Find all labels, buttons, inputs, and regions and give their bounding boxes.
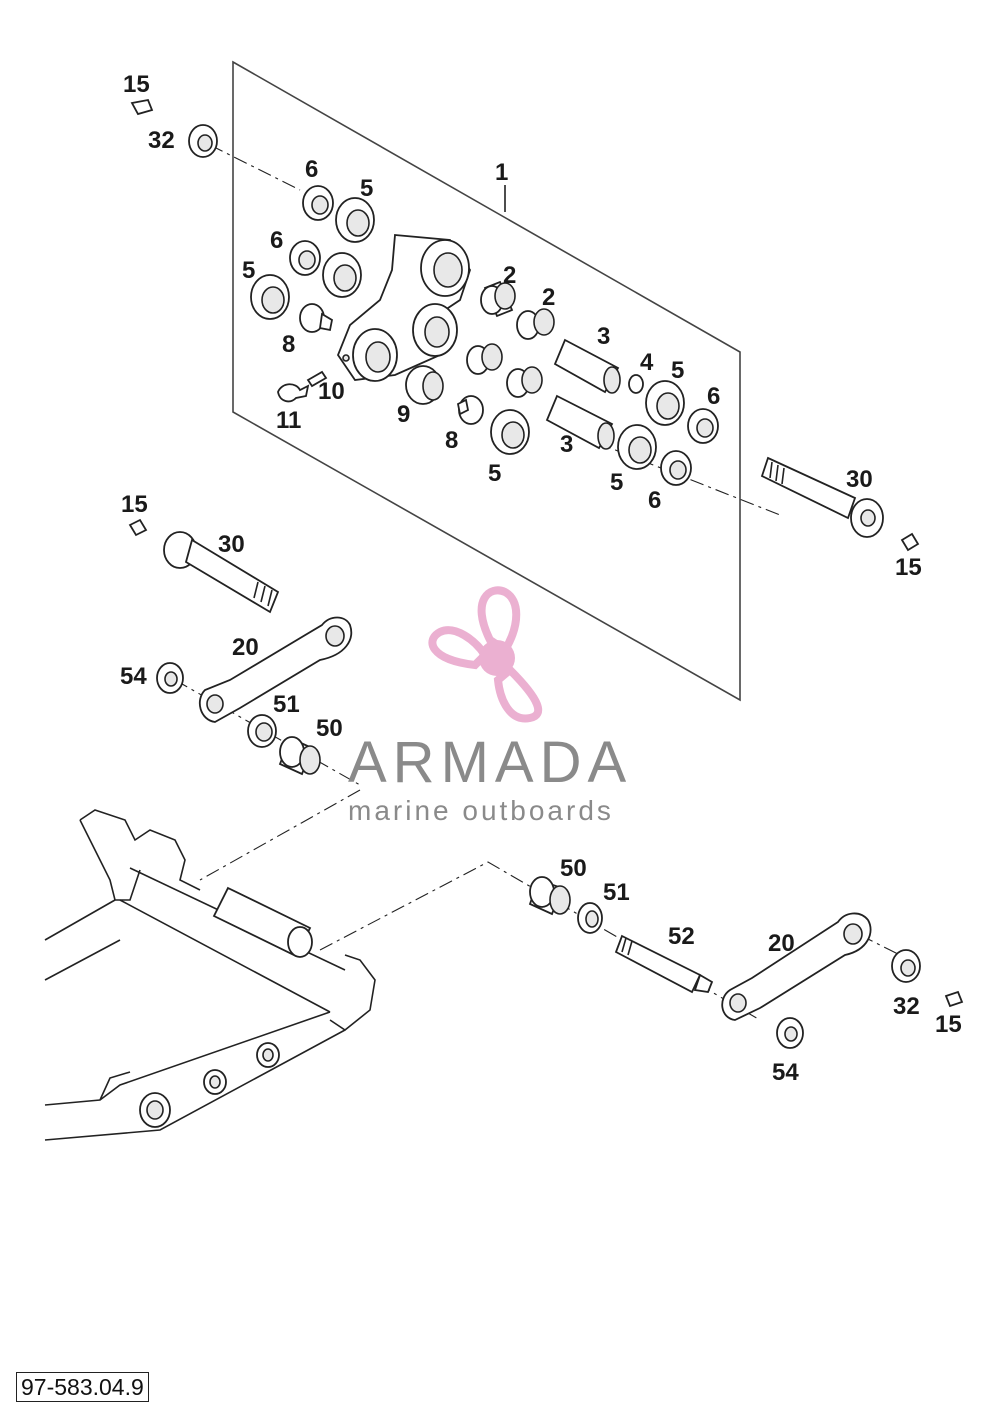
cap-15-top-left — [130, 98, 154, 116]
callout-label: 2 — [503, 262, 516, 289]
cap-15-bottom-right — [944, 990, 964, 1008]
callout-label: 10 — [318, 378, 345, 405]
grease-fitting-8 — [456, 395, 484, 425]
callout-label: 6 — [648, 487, 661, 514]
nut-54-left — [156, 662, 184, 694]
callout-label: 15 — [935, 1011, 962, 1038]
link-rod-20-left — [198, 616, 353, 723]
swingarm — [44, 809, 376, 1141]
callout-label: 2 — [542, 284, 555, 311]
axis-line — [199, 789, 361, 881]
callout-label: 54 — [120, 663, 147, 690]
propeller-logo-icon — [428, 586, 543, 723]
needle-bearing-lower — [466, 343, 503, 375]
callout-label: 8 — [445, 427, 458, 454]
callout-label: 8 — [282, 331, 295, 358]
callout-label: 50 — [560, 855, 587, 882]
bearing-ring-5 — [617, 424, 657, 470]
assembly-frame — [232, 60, 741, 702]
callout-label: 15 — [123, 71, 150, 98]
bush-50-left — [278, 736, 321, 776]
needle-bearing-2 — [480, 280, 516, 318]
callout-label: 4 — [640, 349, 654, 376]
callout-label: 30 — [218, 531, 245, 558]
grease-fitting-8 — [299, 303, 334, 333]
rocker-lever-body — [336, 234, 471, 382]
axis-line — [209, 144, 301, 191]
callout-label: 32 — [893, 993, 920, 1020]
pin-52 — [614, 934, 714, 994]
callout-label: 51 — [273, 691, 300, 718]
bearing-ring-5 — [645, 380, 685, 426]
ring-51-right — [577, 902, 603, 934]
callout-label: 20 — [768, 930, 795, 957]
callout-label: 3 — [560, 431, 573, 458]
cap-15-right — [900, 532, 920, 552]
callout-label: 6 — [707, 383, 720, 410]
callout-label: 6 — [305, 156, 318, 183]
callout-label: 50 — [316, 715, 343, 742]
cap-15-left — [128, 518, 148, 537]
callout-label: 9 — [397, 401, 410, 428]
bush-3 — [545, 394, 615, 450]
watermark-tagline: marine outboards — [348, 795, 614, 826]
callout-label: 15 — [895, 554, 922, 581]
seal-ring-6 — [687, 408, 719, 444]
needle-bearing-lower — [506, 366, 543, 398]
link-rod-20-right — [721, 912, 872, 1021]
callout-label: 6 — [270, 227, 283, 254]
bearing-ring-5 — [490, 409, 530, 455]
callout-label: 52 — [668, 923, 695, 950]
ring-51-left — [247, 714, 277, 748]
bush-3 — [553, 338, 621, 394]
bearing-ring-5 — [250, 274, 290, 320]
diagram-reference-number: 97-583.04.9 — [16, 1372, 149, 1402]
nut-32-right — [891, 949, 921, 983]
bush-50-right — [528, 876, 571, 916]
bearing-ring-5 — [335, 197, 375, 243]
needle-bearing-2 — [516, 308, 555, 340]
callout-label: 30 — [846, 466, 873, 493]
clip-11 — [277, 383, 310, 403]
callout-label: 3 — [597, 323, 610, 350]
circlip-4 — [628, 374, 644, 394]
callout-label: 15 — [121, 491, 148, 518]
watermark-brand: ARMADA — [348, 730, 632, 795]
callout-label: 5 — [671, 357, 684, 384]
bearing-ring-5 — [322, 252, 362, 298]
callout-label: 32 — [148, 127, 175, 154]
grease-nipple-10 — [306, 370, 328, 388]
callout-label: 54 — [772, 1059, 799, 1086]
callout-label: 51 — [603, 879, 630, 906]
seal-ring-6 — [660, 450, 692, 486]
bolt-30-left — [163, 531, 280, 614]
nut-54-right — [776, 1017, 804, 1049]
seal-ring-6 — [289, 240, 321, 276]
callout-label: 5 — [488, 460, 501, 487]
callout-label: 11 — [276, 407, 301, 434]
seal-ring-6 — [302, 185, 334, 221]
nut-32-top-left — [188, 124, 218, 158]
sleeve-9 — [405, 365, 444, 405]
callout-label: 1 — [495, 159, 508, 186]
bolt-30-right — [760, 456, 884, 538]
callout-label: 5 — [242, 257, 255, 284]
callout-label: 5 — [610, 469, 623, 496]
callout-label: 20 — [232, 634, 259, 661]
callout-label: 5 — [360, 175, 373, 202]
